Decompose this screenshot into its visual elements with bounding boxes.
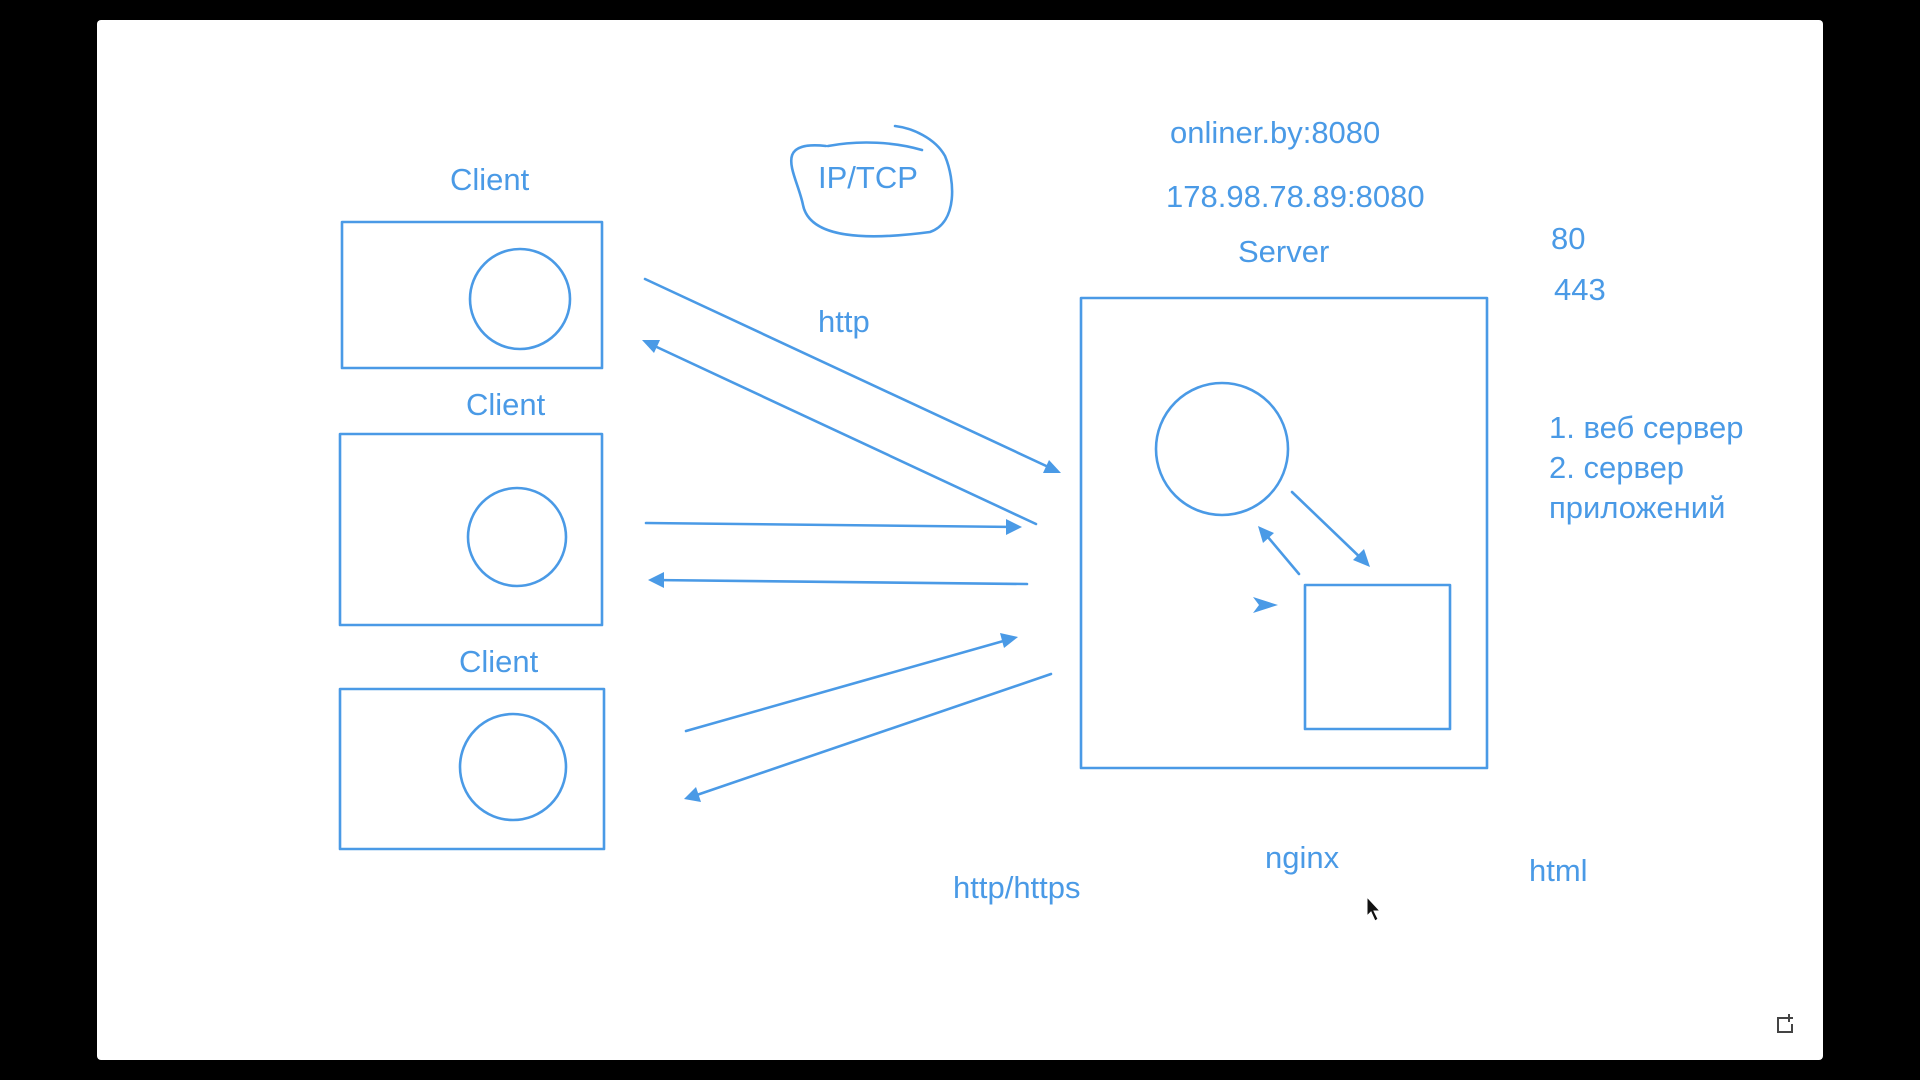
client-2-response-arrow (650, 578, 1029, 586)
client-3-response-arrow (686, 672, 1053, 800)
server-label: Server (1238, 234, 1329, 269)
server-box (1079, 296, 1489, 770)
client-2-request-arrowhead (1006, 519, 1022, 535)
client-3-request-arrow (684, 636, 1016, 733)
client-3-label: Client (459, 644, 539, 679)
server-app-box (1303, 583, 1452, 731)
ip-tcp-label: IP/TCP (818, 160, 918, 195)
client-1: Client (340, 162, 604, 370)
ip-tcp-circle-scribble (789, 124, 954, 238)
client-2-request-arrow (644, 521, 1020, 529)
client-2-circle (466, 486, 568, 588)
http-label: http (818, 304, 870, 339)
address-domain: onliner.by:8080 (1170, 115, 1380, 150)
app-to-web-arrowhead (1258, 526, 1274, 543)
client-1-label: Client (450, 162, 530, 197)
client-1-response-arrowhead (642, 340, 660, 353)
client-1-request-arrowhead (1043, 460, 1061, 473)
server-role-3: приложений (1549, 490, 1725, 525)
port-443: 443 (1554, 272, 1606, 307)
nginx-label: nginx (1265, 840, 1340, 875)
client-3-response-arrowhead (684, 787, 701, 802)
request-response-arrows (642, 277, 1061, 802)
server (1079, 296, 1489, 770)
server-role-2: 2. сервер (1549, 450, 1684, 485)
client-1-circle (468, 247, 572, 351)
small-pointer-arrowhead (1253, 597, 1278, 613)
client-1-request-arrow (643, 277, 1059, 473)
server-web-circle (1154, 381, 1290, 517)
client-2-label: Client (466, 387, 546, 422)
server-role-1: 1. веб сервер (1549, 410, 1743, 445)
ip-tcp-note: IP/TCP (789, 124, 954, 238)
client-2: Client (338, 387, 604, 627)
client-2-box (338, 432, 604, 627)
client-1-response-arrow (644, 340, 1038, 526)
expand-icon[interactable] (1777, 1014, 1793, 1033)
mouse-cursor-icon (1366, 895, 1382, 922)
whiteboard-canvas (97, 20, 1823, 1060)
web-to-app-arrowhead (1353, 549, 1370, 567)
address-ip: 178.98.78.89:8080 (1166, 179, 1425, 214)
html-label: html (1529, 853, 1588, 888)
port-80: 80 (1551, 221, 1585, 256)
client-3: Client (338, 644, 606, 851)
client-2-response-arrowhead (648, 572, 664, 588)
web-to-app-arrow (1290, 490, 1368, 565)
client-1-box (340, 220, 604, 370)
client-3-circle (458, 712, 568, 822)
client-3-request-arrowhead (1000, 633, 1018, 648)
client-3-box (338, 687, 606, 851)
protocols-label: http/https (953, 870, 1081, 905)
